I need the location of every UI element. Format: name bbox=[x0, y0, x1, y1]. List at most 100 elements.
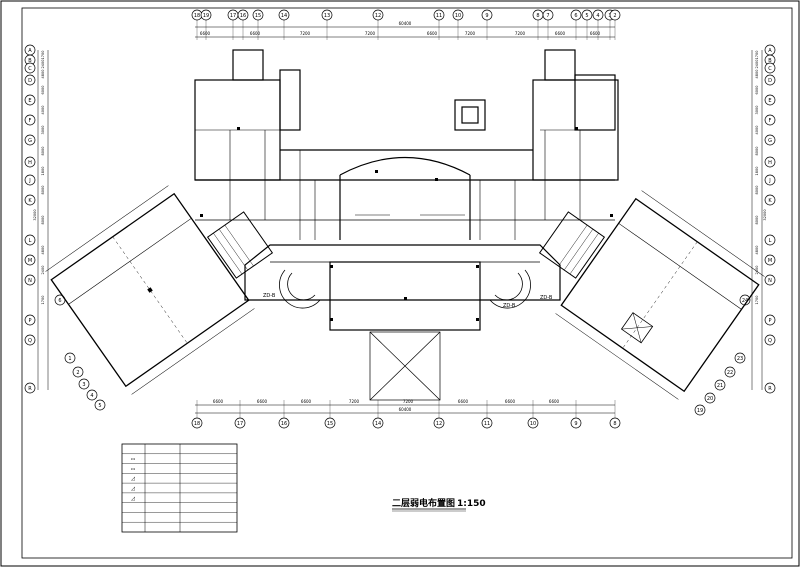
left-axis-bubble: M bbox=[24, 254, 36, 266]
svg-text:21: 21 bbox=[717, 383, 723, 389]
svg-text:G: G bbox=[768, 138, 772, 144]
bottom-dimension-label: 6600 bbox=[213, 399, 224, 404]
inner-frame bbox=[21, 7, 793, 559]
bottom-axis-bubble: 14 bbox=[372, 417, 384, 429]
legend-symbol: ▭ bbox=[131, 457, 136, 463]
left-wing-axis-bubble: 1 bbox=[64, 352, 76, 364]
left-axis-bubble: K bbox=[24, 194, 36, 206]
left-axis-bubbles: ABCDEFGHJKLMNPQR170024004800600040003000… bbox=[24, 44, 106, 411]
right-axis-bubble: P bbox=[764, 314, 776, 326]
right-axis-bubble: M bbox=[764, 254, 776, 266]
right-dimension-label: 1800 bbox=[755, 167, 759, 176]
top-axis-bubble: 15 bbox=[252, 9, 264, 21]
svg-text:K: K bbox=[768, 198, 772, 204]
top-axis-bubble: 2 bbox=[609, 9, 621, 21]
left-axis-bubble: J bbox=[24, 174, 36, 186]
svg-text:L: L bbox=[769, 238, 772, 244]
top-axis-bubble: 5 bbox=[581, 9, 593, 21]
bottom-axis-bubble: 18 bbox=[191, 417, 203, 429]
svg-text:E: E bbox=[768, 98, 771, 104]
svg-text:L: L bbox=[29, 238, 32, 244]
left-dimension-lines bbox=[37, 50, 49, 390]
legend-symbol: ◿ bbox=[131, 476, 135, 482]
entrance-canopy bbox=[369, 331, 441, 401]
svg-text:K: K bbox=[28, 198, 32, 204]
svg-text:11: 11 bbox=[484, 421, 490, 427]
left-dimension-label: 2400 bbox=[41, 266, 45, 275]
top-axis-bubble: 13 bbox=[321, 9, 333, 21]
right-axis-bubble: F bbox=[764, 114, 776, 126]
svg-text:D: D bbox=[768, 78, 772, 84]
svg-text:P: P bbox=[28, 318, 31, 324]
svg-text:P: P bbox=[768, 318, 771, 324]
top-dimension-label: 6600 bbox=[555, 31, 566, 36]
svg-text:F: F bbox=[29, 118, 32, 124]
svg-text:2: 2 bbox=[76, 370, 79, 376]
top-dimension-label: 7200 bbox=[300, 31, 311, 36]
top-axis-bubble: 4 bbox=[592, 9, 604, 21]
bottom-axis-bubble: 15 bbox=[324, 417, 336, 429]
right-dimension-lines bbox=[751, 50, 763, 390]
top-dimension-label: 7200 bbox=[365, 31, 376, 36]
svg-text:Q: Q bbox=[28, 338, 32, 344]
legend-symbol: ◿ bbox=[131, 496, 135, 502]
left-dimension-label: 1700 bbox=[41, 51, 45, 60]
svg-text:7: 7 bbox=[546, 13, 549, 19]
zd-tag: ZD-B bbox=[503, 303, 516, 309]
svg-text:11: 11 bbox=[436, 13, 442, 19]
svg-text:B: B bbox=[768, 58, 772, 64]
spiral-stair-right bbox=[489, 269, 531, 309]
svg-text:24: 24 bbox=[742, 298, 748, 304]
zd-tag: ZD-B bbox=[263, 293, 276, 299]
svg-text:12: 12 bbox=[436, 421, 442, 427]
bottom-axis-bubble: 9 bbox=[570, 417, 582, 429]
bottom-axis-bubble: 11 bbox=[481, 417, 493, 429]
right-dimension-label: 2400 bbox=[755, 266, 759, 275]
svg-text:8: 8 bbox=[536, 13, 539, 19]
top-axis-bubble: 6 bbox=[570, 9, 582, 21]
right-dimension-label: 4800 bbox=[755, 246, 759, 255]
bottom-dimension-label: 6600 bbox=[505, 399, 516, 404]
left-dimension-label: 2400 bbox=[41, 60, 45, 69]
svg-text:N: N bbox=[28, 278, 32, 284]
svg-text:10: 10 bbox=[455, 13, 461, 19]
svg-text:9: 9 bbox=[485, 13, 488, 19]
left-wing-axis-bubble: 3 bbox=[78, 378, 90, 390]
top-dimension-label: 6600 bbox=[427, 31, 438, 36]
left-axis-bubble: F bbox=[24, 114, 36, 126]
top-axis-bubble: 17 bbox=[227, 9, 239, 21]
bottom-dimension-label: 6600 bbox=[257, 399, 268, 404]
left-total-label: 32000 bbox=[33, 209, 37, 220]
bottom-dimension-lines bbox=[195, 404, 615, 414]
svg-text:J: J bbox=[28, 178, 30, 184]
bottom-axis-bubble: 8 bbox=[609, 417, 621, 429]
svg-text:5: 5 bbox=[585, 13, 588, 19]
svg-text:E: E bbox=[28, 98, 31, 104]
right-dimension-label: 8000 bbox=[755, 147, 759, 156]
right-wing-axis-bubble: 22 bbox=[724, 366, 736, 378]
svg-text:C: C bbox=[768, 66, 772, 72]
svg-text:16: 16 bbox=[281, 421, 287, 427]
left-dimension-label: 8000 bbox=[41, 186, 45, 195]
right-axis-bubble: N bbox=[764, 274, 776, 286]
left-dimension-label: 3000 bbox=[41, 126, 45, 135]
left-axis-bubble: G bbox=[24, 134, 36, 146]
right-dimension-label: 2400 bbox=[755, 60, 759, 69]
right-dimension-label: 8000 bbox=[755, 186, 759, 195]
left-wing bbox=[45, 185, 255, 395]
svg-text:8: 8 bbox=[613, 421, 616, 427]
right-axis-bubble: J bbox=[764, 174, 776, 186]
top-axis-bubble: 18 bbox=[191, 9, 203, 21]
top-axis-bubble: 11 bbox=[433, 9, 445, 21]
svg-text:17: 17 bbox=[230, 13, 236, 19]
svg-text:F: F bbox=[769, 118, 772, 124]
top-axis-bubbles: 1819171615141312111098765432 bbox=[191, 9, 621, 40]
legend-symbol: ▭ bbox=[131, 466, 136, 472]
svg-text:23: 23 bbox=[737, 356, 743, 362]
legend-table: ▭▭◿◿◿ bbox=[121, 443, 238, 533]
left-axis-bubble: A bbox=[24, 44, 36, 56]
top-total-label: 60400 bbox=[399, 21, 412, 26]
